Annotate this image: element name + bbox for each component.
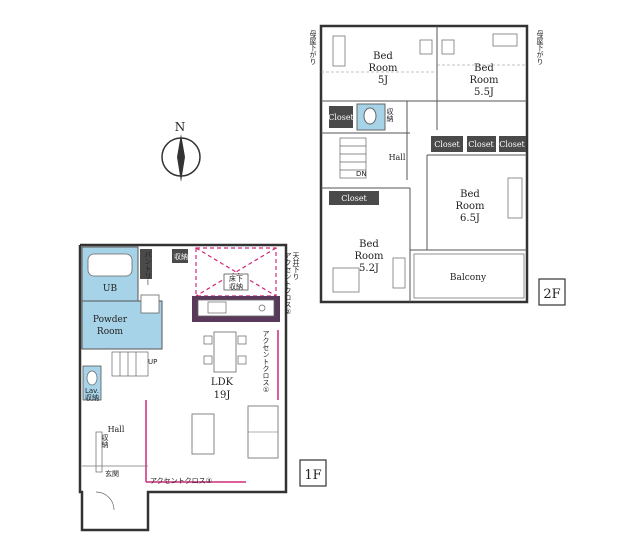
ceiling-drop-note-1: 天井下り — [292, 252, 300, 280]
powder-room-label-1: Powder — [93, 315, 128, 325]
bed-room-6-5j-label-2: Room — [455, 201, 485, 212]
wc-storage-label: 収納 — [386, 108, 394, 123]
lav-storage-label: 収納 — [85, 393, 99, 402]
floor-1-plan: UB Powder Room パントリー 収納 床下 収納 天井下り アクセント… — [78, 243, 327, 532]
underfloor-storage — [223, 273, 249, 291]
svg-text:Closet: Closet — [328, 113, 354, 122]
compass-label: N — [175, 120, 186, 134]
svg-text:Closet: Closet — [341, 194, 367, 203]
svg-text:Closet: Closet — [499, 140, 525, 149]
compass-needle-icon — [177, 134, 185, 182]
floor-1-tag-box — [299, 459, 327, 487]
kitchen-counter — [197, 299, 275, 317]
bed-room-5j-label-1: Bed — [373, 51, 393, 62]
bed-room-5j-label-2: Room — [368, 63, 398, 74]
powder-room-label-2: Room — [97, 327, 124, 337]
up-label: UP — [148, 358, 157, 366]
floor-1-outline — [78, 243, 288, 532]
pantry-label: パントリー — [144, 251, 152, 286]
eaves-note-left: 母屋下がり — [309, 30, 317, 65]
closet-5 — [329, 191, 379, 205]
compass: N — [161, 120, 201, 182]
closet-2 — [431, 136, 463, 152]
pantry — [140, 249, 152, 279]
kitchen-storage-label: 収納 — [174, 252, 188, 261]
eaves-note-right: 母屋下がり — [536, 30, 544, 65]
underfloor-storage-label-2: 収納 — [229, 282, 243, 291]
bed-room-5j-label-3: 5J — [378, 75, 388, 86]
kitchen-storage — [172, 249, 188, 263]
entrance-door — [95, 491, 115, 511]
closet-1 — [329, 106, 353, 128]
stairs-2f — [339, 137, 367, 179]
accent-cross-1-note: アクセントクロス① — [262, 330, 270, 394]
closet-4 — [499, 136, 526, 152]
dining-table — [213, 331, 237, 373]
bed-room-6-5j-label-1: Bed — [460, 189, 480, 200]
closet-3 — [467, 136, 496, 152]
svg-text:Closet: Closet — [434, 140, 460, 149]
bed-room-5-5j-label-3: 5.5J — [474, 87, 494, 98]
bed-room-5-5j-label-2: Room — [469, 75, 499, 86]
floor-1-tag: 1F — [304, 468, 321, 483]
hall-1f-label: Hall — [108, 425, 125, 434]
underfloor-storage-label-1: 床下 — [229, 274, 243, 283]
bed-room-5-2j-label-3: 5.2J — [359, 263, 379, 274]
ub-label: UB — [103, 284, 118, 294]
floor-2-tag: 2F — [543, 287, 560, 302]
hall-2f-label: Hall — [389, 153, 406, 162]
accent-cross-3-note: アクセントクロス③ — [150, 477, 212, 485]
balcony-label: Balcony — [450, 273, 487, 283]
bed-room-5-2j-label-1: Bed — [359, 239, 379, 250]
down-label: DN — [356, 170, 367, 178]
stairs-1f — [111, 351, 149, 377]
shoe-storage — [95, 431, 103, 473]
genkan-label: 玄関 — [105, 469, 119, 478]
floor-2-plan: 母屋下がり 母屋下がり Bed Room 5J Bed Room 5.5J Cl… — [309, 24, 566, 306]
bed-room-5-5j-label-1: Bed — [474, 63, 494, 74]
bed-room-6-5j-label-3: 6.5J — [460, 213, 480, 224]
floor-2-tag-box — [538, 278, 566, 306]
floor-2-outline — [319, 24, 529, 304]
shoe-storage-label: 収納 — [101, 434, 109, 449]
ldk-label-2: 19J — [214, 390, 231, 401]
coffee-table — [191, 413, 215, 455]
lav-label: Lav. — [85, 387, 99, 395]
bed-room-5-2j-label-2: Room — [354, 251, 384, 262]
ceiling-drop-note-2: アクセントクロス② — [284, 252, 292, 316]
svg-text:Closet: Closet — [468, 140, 494, 149]
ldk-label-1: LDK — [211, 377, 234, 388]
